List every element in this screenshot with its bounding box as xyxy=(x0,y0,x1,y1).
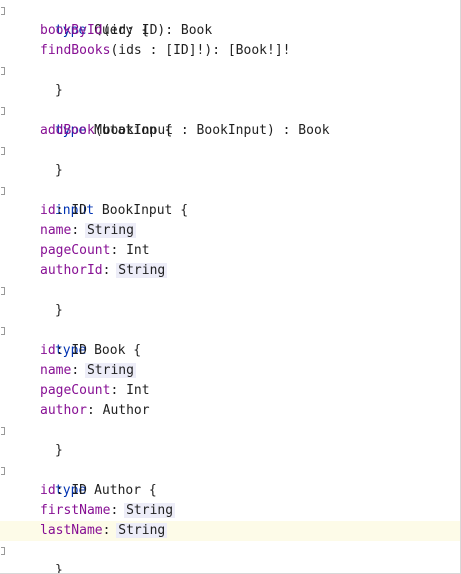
field-name: author xyxy=(40,403,87,418)
type-declaration: Query { xyxy=(86,23,149,38)
fold-marker-icon[interactable] xyxy=(1,287,5,295)
code-line[interactable]: type Query { xyxy=(0,1,460,38)
code-line[interactable]: id: ID xyxy=(0,341,460,361)
fold-marker-icon[interactable] xyxy=(1,107,5,115)
fold-marker-icon[interactable] xyxy=(1,147,5,155)
field-signature: (bookInput : BookInput) : Book xyxy=(94,123,330,138)
type-declaration: Author { xyxy=(86,483,157,498)
field-type: String xyxy=(84,223,136,238)
field-name: pageCount xyxy=(40,243,111,258)
field-name: lastName xyxy=(40,523,103,538)
field-type: String xyxy=(124,503,176,518)
code-line[interactable]: author: Author xyxy=(0,401,460,421)
code-line[interactable]: input BookInput { xyxy=(0,181,460,218)
type-declaration: Mutation { xyxy=(86,123,173,138)
fold-marker-icon[interactable] xyxy=(1,427,5,435)
keyword: type xyxy=(54,343,87,358)
field-name: id xyxy=(40,343,56,358)
code-line[interactable]: } xyxy=(0,541,460,573)
fold-marker-icon[interactable] xyxy=(1,7,5,15)
code-line[interactable]: pageCount: Int xyxy=(0,381,460,401)
separator: : xyxy=(110,503,127,518)
code-line[interactable]: bookById(id: ID): Book xyxy=(0,21,460,41)
fold-marker-icon[interactable] xyxy=(1,467,5,475)
keyword: type xyxy=(54,23,87,38)
closing-brace: } xyxy=(54,163,63,178)
code-line[interactable]: type Mutation { xyxy=(0,101,460,138)
separator: : xyxy=(110,383,127,398)
separator: : xyxy=(86,403,103,418)
code-line[interactable]: addBook(bookInput : BookInput) : Book xyxy=(0,121,460,141)
code-line[interactable]: authorId: String xyxy=(0,261,460,281)
fold-marker-icon[interactable] xyxy=(1,547,5,555)
field-type: ID xyxy=(71,343,87,358)
field-name: addBook xyxy=(40,123,95,138)
code-line[interactable]: type Author { xyxy=(0,461,460,498)
field-type: ID xyxy=(71,483,87,498)
separator: : xyxy=(55,483,72,498)
code-line[interactable]: firstName: String xyxy=(0,501,460,521)
field-name: firstName xyxy=(40,503,111,518)
field-name: bookById xyxy=(40,23,103,38)
field-type: String xyxy=(116,263,168,278)
keyword: type xyxy=(54,123,87,138)
field-type: Author xyxy=(102,403,150,418)
fold-marker-icon[interactable] xyxy=(1,187,5,195)
code-line[interactable]: } xyxy=(0,281,460,318)
closing-brace: } xyxy=(54,563,63,574)
separator: : xyxy=(102,263,119,278)
field-type: ID xyxy=(71,203,87,218)
field-signature: (ids : [ID]!): [Book!]! xyxy=(110,43,291,58)
separator: : xyxy=(55,343,72,358)
code-line[interactable]: name: String xyxy=(0,221,460,241)
fold-marker-icon[interactable] xyxy=(1,67,5,75)
blank-line[interactable] xyxy=(0,441,460,461)
closing-brace: } xyxy=(54,303,63,318)
type-declaration: BookInput { xyxy=(94,203,189,218)
field-name: name xyxy=(40,223,72,238)
keyword: type xyxy=(54,483,87,498)
code-line[interactable]: type Book { xyxy=(0,321,460,358)
separator: : xyxy=(55,203,72,218)
field-name: name xyxy=(40,363,72,378)
code-line[interactable]: findBooks(ids : [ID]!): [Book!]! xyxy=(0,41,460,61)
type-declaration: Book { xyxy=(86,343,142,358)
field-type: String xyxy=(84,363,136,378)
blank-line[interactable] xyxy=(0,81,460,101)
blank-line[interactable] xyxy=(0,161,460,181)
field-type: Int xyxy=(126,383,150,398)
field-name: findBooks xyxy=(40,43,111,58)
closing-brace: } xyxy=(54,443,63,458)
current-code-line[interactable]: lastName: String xyxy=(0,521,460,541)
field-name: id xyxy=(40,483,56,498)
separator: : xyxy=(71,363,87,378)
code-line[interactable]: pageCount: Int xyxy=(0,241,460,261)
separator: : xyxy=(71,223,87,238)
separator: : xyxy=(102,523,119,538)
closing-brace: } xyxy=(54,83,63,98)
code-line[interactable]: name: String xyxy=(0,361,460,381)
fold-marker-icon[interactable] xyxy=(1,327,5,335)
field-name: pageCount xyxy=(40,383,111,398)
code-line[interactable]: } xyxy=(0,61,460,98)
field-name: id xyxy=(40,203,56,218)
field-type: Int xyxy=(126,243,150,258)
keyword: input xyxy=(54,203,95,218)
code-line[interactable]: } xyxy=(0,421,460,458)
code-line[interactable]: } xyxy=(0,141,460,178)
field-signature: (id: ID): Book xyxy=(102,23,213,38)
code-line[interactable]: id: ID xyxy=(0,481,460,501)
field-name: authorId xyxy=(40,263,103,278)
blank-line[interactable] xyxy=(0,301,460,321)
field-type: String xyxy=(116,523,168,538)
separator: : xyxy=(110,243,127,258)
code-line[interactable]: id: ID xyxy=(0,201,460,221)
